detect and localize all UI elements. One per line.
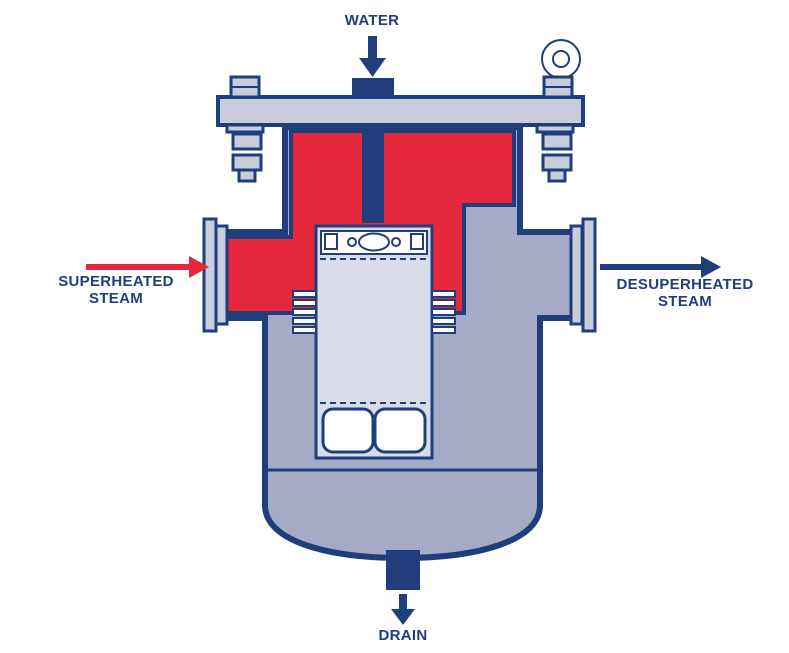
cover-plate: [216, 95, 585, 127]
water-label: WATER: [344, 12, 400, 29]
desuperheated-steam-arrow-icon: [600, 256, 721, 278]
arrow-head: [391, 609, 415, 625]
desuperheated-steam-line1: DESUPERHEATED: [616, 276, 754, 293]
desuperheated-steam-label: DESUPERHEATED STEAM: [597, 276, 773, 310]
bolt-tip: [547, 168, 567, 183]
superheated-steam-line2: STEAM: [89, 290, 143, 307]
drain-stub: [386, 550, 420, 590]
top-bolt-right: [542, 75, 574, 99]
outlet-port-left: [321, 407, 375, 454]
drain-label: DRAIN: [378, 627, 428, 644]
flange-plate-inner: [569, 224, 584, 326]
drain-arrow-icon: [391, 594, 415, 625]
hex-nut: [541, 153, 573, 172]
nozzle-right-port: [391, 237, 401, 247]
washer: [535, 123, 575, 134]
washer: [292, 317, 317, 325]
right-spring-stack: [431, 290, 456, 334]
water-inlet-stub: [352, 78, 394, 98]
cartridge-top-left-block: [324, 233, 338, 250]
hex-nut: [231, 132, 263, 151]
washer: [431, 299, 456, 307]
cartridge-top-right-block: [410, 233, 424, 250]
spray-nozzle: [358, 232, 390, 252]
water-arrow-icon: [359, 36, 386, 77]
left-spring-stack: [292, 290, 317, 334]
hex-nut: [231, 153, 263, 172]
water-feed-tube: [362, 125, 384, 223]
flange-plate-outer: [581, 217, 597, 333]
washer: [431, 317, 456, 325]
lifting-eye-ring-inner: [552, 50, 570, 68]
arrow-stem: [600, 264, 701, 270]
washer: [292, 299, 317, 307]
flange-bolt-right: [535, 123, 575, 183]
superheated-steam-line1: SUPERHEATED: [58, 273, 174, 290]
superheated-steam-label: SUPERHEATED STEAM: [35, 273, 197, 307]
washer: [292, 290, 317, 298]
washer: [431, 326, 456, 334]
flange-bolt-left: [225, 123, 265, 183]
washer: [292, 308, 317, 316]
bolt-tip: [237, 168, 257, 183]
inlet-flange: [202, 217, 229, 333]
arrow-head: [189, 256, 209, 278]
washer: [431, 308, 456, 316]
desuperheated-steam-line2: STEAM: [658, 293, 712, 310]
outlet-flange: [569, 217, 597, 333]
outlet-port-right: [373, 407, 427, 454]
top-bolt-left: [229, 75, 261, 99]
internal-cartridge: [314, 224, 434, 460]
hex-nut: [541, 132, 573, 151]
arrow-stem: [86, 264, 189, 270]
arrow-stem: [399, 594, 407, 609]
washer: [225, 123, 265, 134]
arrow-head: [701, 256, 721, 278]
arrow-head: [359, 58, 386, 77]
washer: [292, 326, 317, 334]
flange-plate-outer: [202, 217, 218, 333]
flange-plate-inner: [214, 224, 229, 326]
superheated-steam-arrow-icon: [86, 256, 209, 278]
arrow-stem: [368, 36, 377, 59]
nozzle-left-port: [347, 237, 357, 247]
washer: [431, 290, 456, 298]
